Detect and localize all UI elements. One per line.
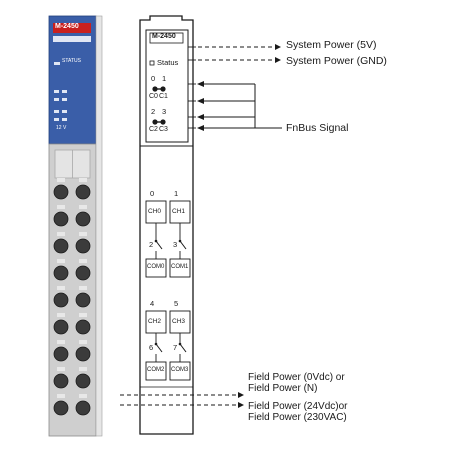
bus-label-c1: C1 xyxy=(159,93,168,100)
module-photo-status-leds xyxy=(54,62,67,121)
schematic-status-led xyxy=(149,60,155,66)
label-field-power-0v-line2: Field Power (N) xyxy=(248,383,318,394)
terminal-number-3: 3 xyxy=(173,240,178,249)
label-fnbus-signal: FnBus Signal xyxy=(286,122,349,134)
schematic-model-label: M-2450 xyxy=(152,33,176,40)
terminal-number-0: 0 xyxy=(150,189,155,198)
relay-switch-3 xyxy=(179,343,187,353)
relay-switch-0 xyxy=(155,240,163,250)
label-field-power-24v-line1: Field Power (24Vdc)or xyxy=(248,401,348,412)
field-power-0v-arrow xyxy=(120,392,244,398)
terminal-number-4: 4 xyxy=(150,299,155,308)
terminal-number-2: 2 xyxy=(149,240,154,249)
bus-label-c2: C2 xyxy=(149,126,158,133)
photo-led-label-12v: 12 V xyxy=(56,125,67,131)
module-photo-side-rail xyxy=(95,15,103,437)
relay-com-label-0: COM0 xyxy=(147,264,165,270)
relay-com-label-2: COM2 xyxy=(147,367,165,373)
system-power-gnd-arrow xyxy=(198,57,281,63)
fnbus-signal-arrowheads xyxy=(197,81,204,131)
schematic-status-label: Status xyxy=(157,58,179,67)
relay-channel-label-2: CH2 xyxy=(148,318,162,325)
terminal-number-7: 7 xyxy=(173,343,178,352)
module-photo-sub-badge xyxy=(53,36,91,42)
module-photo-terminal-holes xyxy=(53,178,91,416)
schematic-connector-c2-c3 xyxy=(152,119,166,125)
photo-badge-text: M-2450 xyxy=(55,23,79,30)
relay-channel-label-3: CH3 xyxy=(172,318,186,325)
bus-label-1: 1 xyxy=(162,74,167,83)
bus-label-c0: C0 xyxy=(149,93,158,100)
fnbus-signal-arrows xyxy=(200,83,282,129)
photo-status-text: STATUS xyxy=(62,58,81,64)
terminal-number-1: 1 xyxy=(174,189,179,198)
schematic-header-pin-ticks xyxy=(188,46,196,129)
relay-com-box-0 xyxy=(145,258,167,278)
relay-com-label-1: COM1 xyxy=(171,264,189,270)
schematic-connector-c0-c1 xyxy=(152,86,166,92)
bus-label-3: 3 xyxy=(162,107,167,116)
relay-com-box-1 xyxy=(169,258,191,278)
bus-label-0: 0 xyxy=(151,74,156,83)
relay-switch-1 xyxy=(179,240,187,250)
relay-com-box-3 xyxy=(169,361,191,381)
terminal-number-6: 6 xyxy=(149,343,154,352)
schematic-relay-channels xyxy=(145,200,191,381)
label-field-power-0v-line1: Field Power (0Vdc) or xyxy=(248,372,345,383)
field-power-24v-arrow xyxy=(120,402,244,408)
label-field-power-24v-line2: Field Power (230VAC) xyxy=(248,412,347,423)
module-photo-model-badge xyxy=(53,23,91,33)
bus-label-c3: C3 xyxy=(159,126,168,133)
system-power-5v-arrow xyxy=(198,44,281,50)
relay-channel-label-1: CH1 xyxy=(172,208,186,215)
relay-com-label-3: COM3 xyxy=(171,367,189,373)
bus-label-2: 2 xyxy=(151,107,156,116)
label-system-power-5v: System Power (5V) xyxy=(286,39,377,51)
schematic-model-label-box xyxy=(149,32,184,44)
relay-switch-2 xyxy=(155,343,163,353)
relay-com-box-2 xyxy=(145,361,167,381)
relay-channel-label-0: CH0 xyxy=(148,208,162,215)
terminal-number-5: 5 xyxy=(174,299,179,308)
label-system-power-gnd: System Power (GND) xyxy=(286,55,387,67)
